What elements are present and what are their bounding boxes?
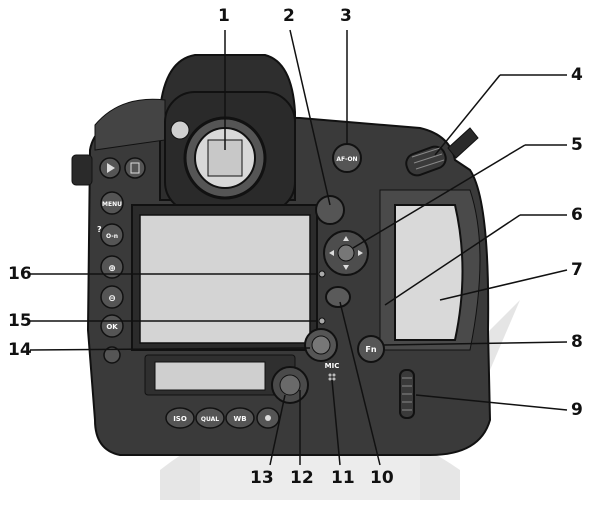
menu-button[interactable] — [100, 191, 124, 215]
leader-line-11 — [331, 379, 341, 466]
lower-control-panel — [144, 354, 296, 396]
leader-line-6b — [384, 214, 521, 306]
sub-command-dial[interactable] — [399, 369, 415, 419]
multi-selector-arrows-icon — [329, 236, 363, 270]
protect-label: O-n — [106, 233, 118, 240]
mic-label: MIC — [325, 362, 340, 370]
leader-line-14 — [29, 347, 311, 351]
qual-label: QUAL — [201, 416, 219, 423]
mic-holes-icon — [328, 373, 336, 381]
iso-button[interactable] — [165, 407, 195, 429]
multi-selector-center[interactable] — [337, 244, 355, 262]
af-on-button-small[interactable] — [315, 195, 345, 225]
callout-1: 1 — [218, 6, 230, 26]
zoom-in-label: ⊕ — [108, 264, 116, 274]
trash-icon — [130, 162, 140, 174]
protect-button[interactable] — [100, 223, 124, 247]
zoom-in-button[interactable] — [100, 255, 124, 279]
leader-line-4b — [434, 74, 501, 156]
fn-label: Fn — [365, 345, 376, 354]
callout-3: 3 — [340, 6, 352, 26]
ambient-light-sensor — [318, 317, 326, 325]
lcd-monitor — [131, 204, 318, 351]
callout-13: 13 — [250, 468, 274, 488]
bottom-button-row: ISO QUAL WB — [165, 407, 280, 429]
leader-line-9 — [415, 394, 568, 411]
af-on-label: AF-ON — [336, 156, 357, 163]
callout-16: 16 — [8, 264, 32, 284]
playback-icon — [107, 163, 115, 173]
fn-button[interactable] — [357, 335, 385, 363]
wb-button[interactable] — [225, 407, 255, 429]
iso-label: ISO — [173, 415, 187, 423]
help-label: ? — [97, 225, 102, 234]
focus-selector-lock[interactable] — [325, 286, 351, 308]
callout-leader-lines — [29, 29, 568, 466]
callout-15: 15 — [8, 311, 32, 331]
zoom-out-label: ⊖ — [108, 294, 116, 304]
leader-line-7 — [439, 269, 568, 301]
callout-14: 14 — [8, 340, 32, 360]
callout-2: 2 — [283, 6, 295, 26]
callout-6: 6 — [571, 205, 583, 225]
callout-5: 5 — [571, 135, 583, 155]
callout-11: 11 — [331, 468, 355, 488]
callout-8: 8 — [571, 332, 583, 352]
delete-button[interactable] — [124, 157, 146, 179]
callout-12: 12 — [290, 468, 314, 488]
callout-9: 9 — [571, 400, 583, 420]
callout-4: 4 — [571, 65, 583, 85]
callout-10: 10 — [370, 468, 394, 488]
ok-label: OK — [106, 323, 118, 331]
live-view-button[interactable] — [279, 374, 301, 396]
info-button[interactable] — [103, 346, 121, 364]
strap-eyelet — [447, 127, 479, 159]
zoom-out-button[interactable] — [100, 285, 124, 309]
viewfinder-eyepiece — [164, 91, 296, 213]
callout-7: 7 — [571, 260, 583, 280]
leader-line-10 — [339, 301, 381, 466]
microphone-icon — [265, 415, 271, 421]
leader-line-13 — [269, 394, 286, 466]
qual-button[interactable] — [195, 407, 225, 429]
leader-line-5b — [352, 144, 526, 249]
leader-line-8 — [383, 341, 568, 346]
card-access-lamp — [318, 270, 326, 278]
leader-line-2 — [289, 29, 331, 206]
wb-label: WB — [233, 415, 246, 423]
menu-label: MENU — [102, 201, 122, 208]
